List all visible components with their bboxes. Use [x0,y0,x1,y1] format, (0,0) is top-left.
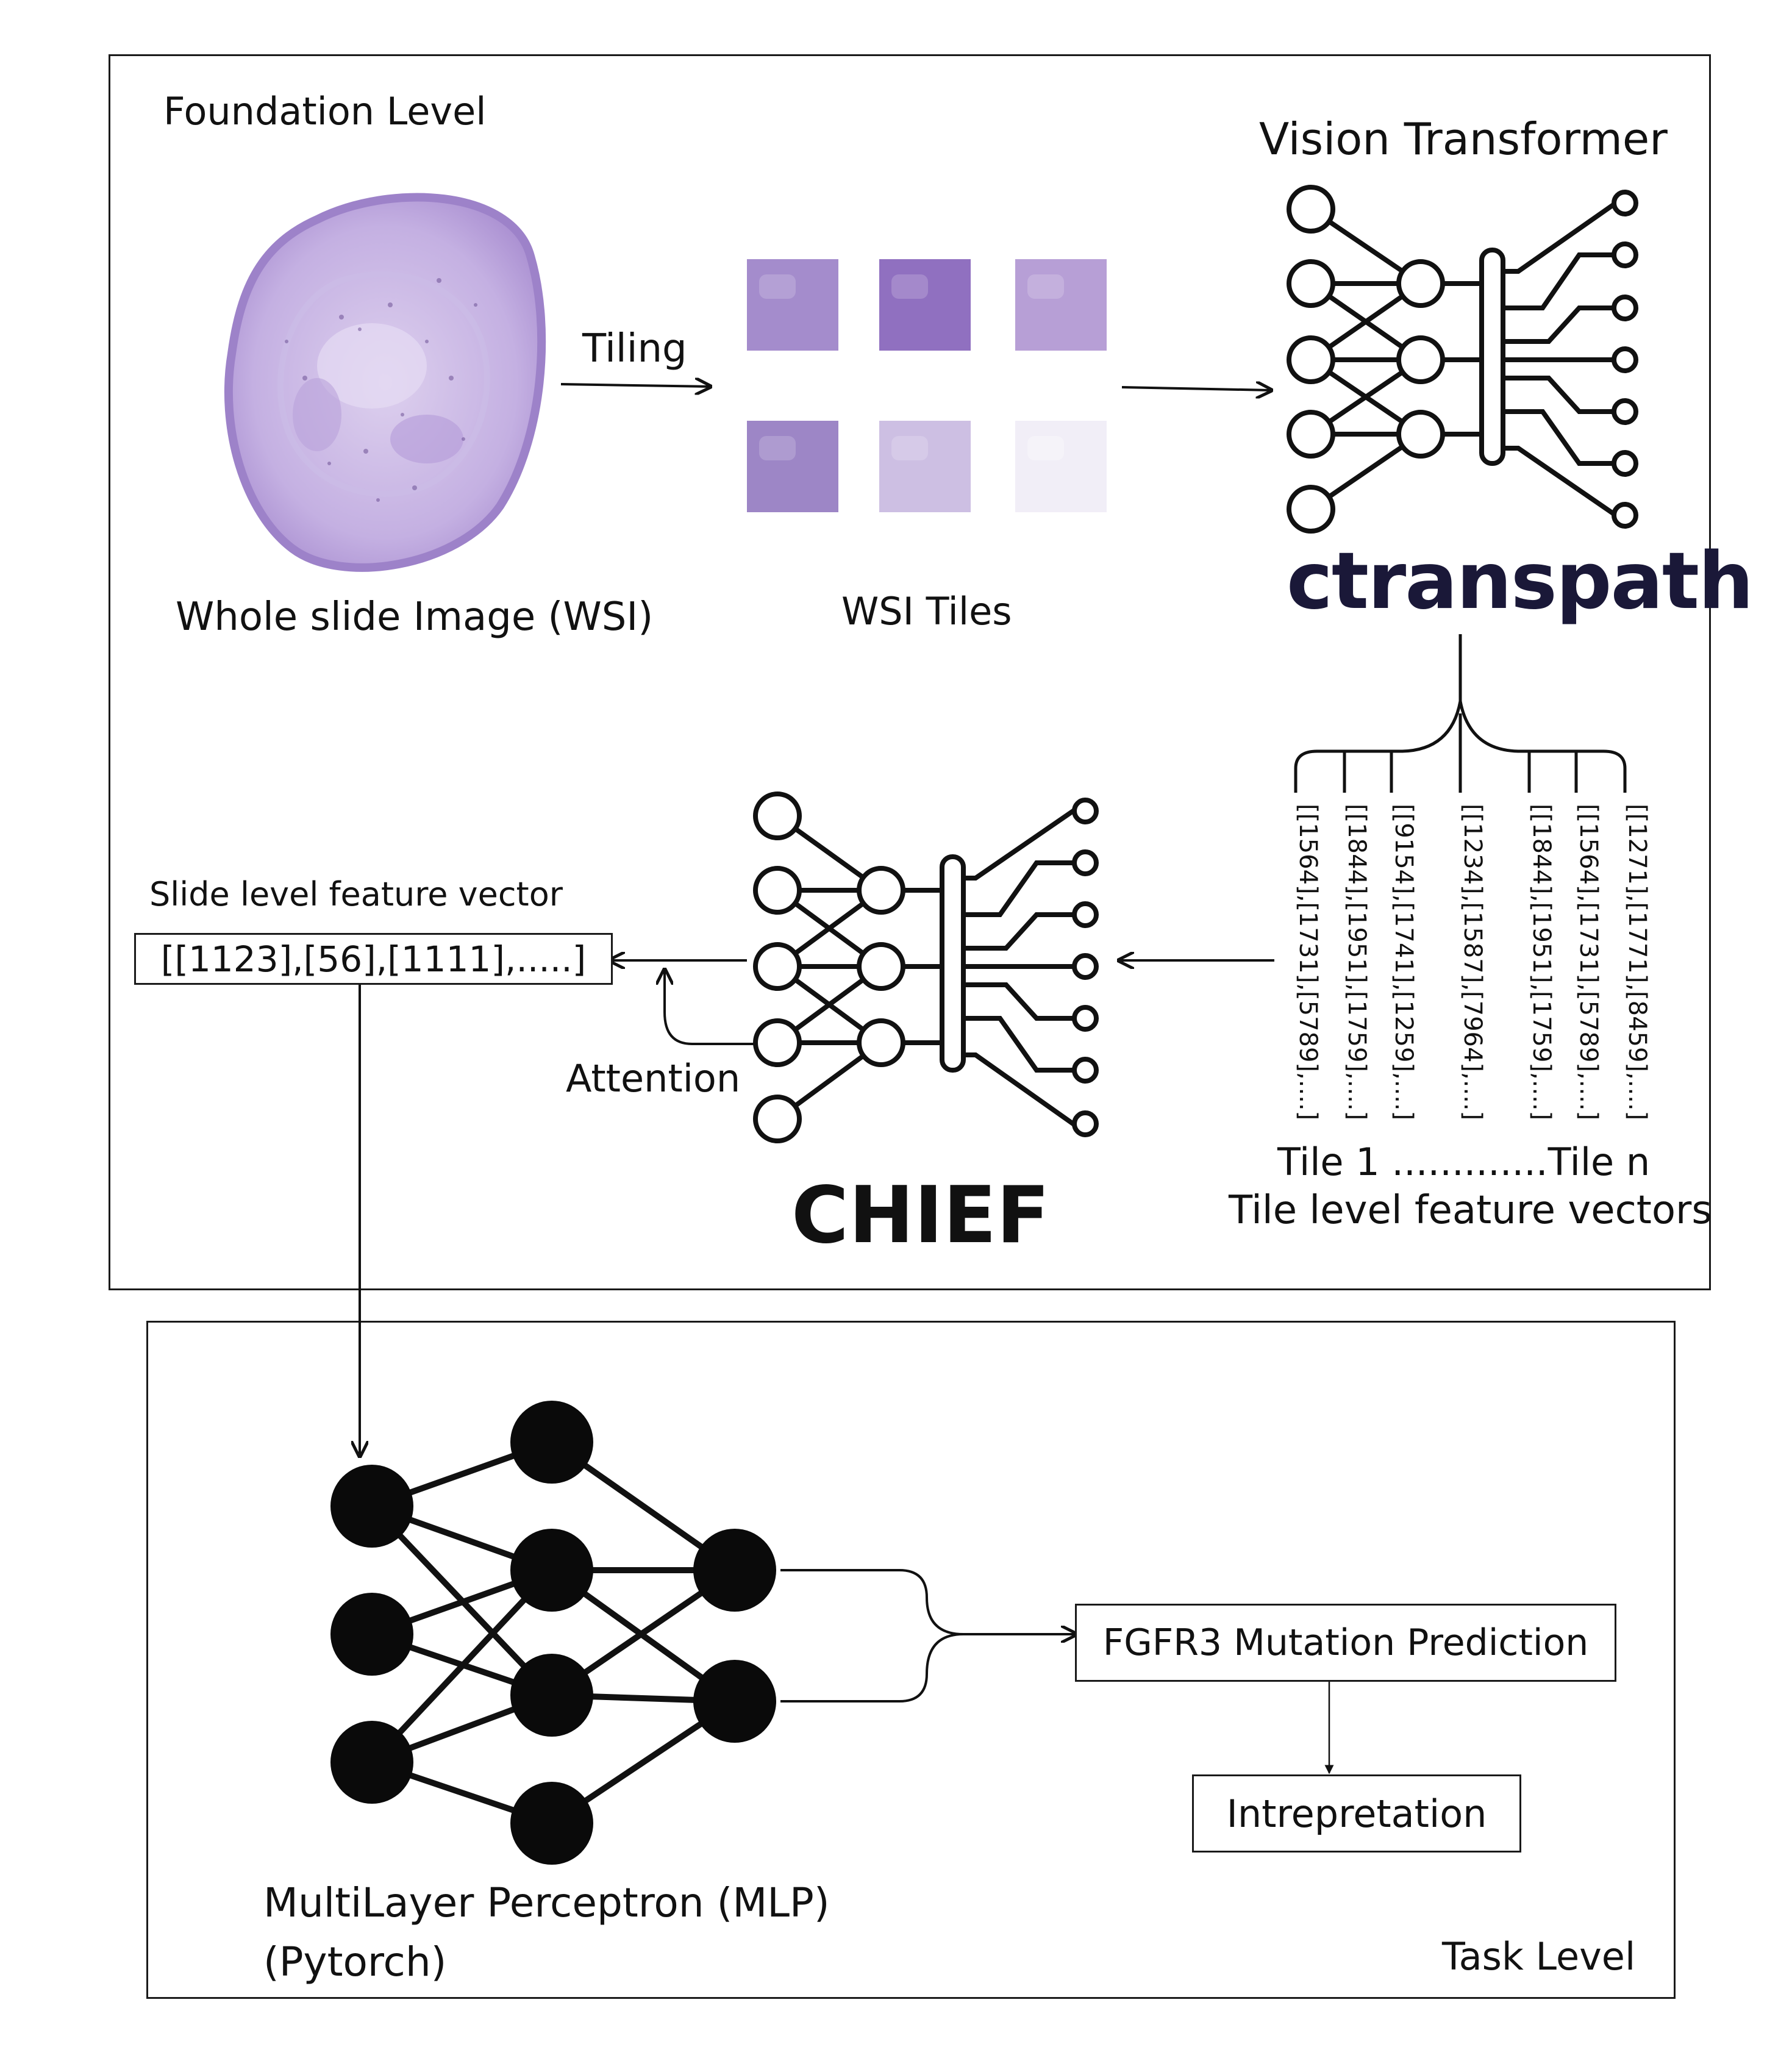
task-level-panel [146,1321,1676,1999]
wsi-tile [879,259,971,351]
wsi-tile [879,421,971,512]
mlp-label-line1: MultiLayer Perceptron (MLP) [263,1879,830,1926]
foundation-level-panel [109,54,1711,1290]
wsi-tile-texture [1027,436,1064,460]
tile-vectors-caption: Tile level feature vectors [1229,1188,1712,1233]
vision-transformer-icon [1287,185,1638,534]
slide-vector-label: Slide level feature vector [149,875,563,913]
wsi-tile [747,259,838,351]
wsi-tile [747,421,838,512]
prediction-label: FGFR3 Mutation Prediction [1102,1621,1589,1664]
tile-vector: [[1564],[1731],[5789],....] [1574,804,1602,1121]
wsi-tile-texture [891,274,928,299]
wsi-tile-texture [1027,274,1064,299]
wsi-caption: Whole slide Image (WSI) [176,595,654,640]
attention-label: Attention [566,1056,741,1101]
tile-vectors-bracket [1294,634,1627,793]
chief-label: CHIEF [791,1170,1050,1261]
task-level-label: Task Level [1442,1934,1636,1979]
prediction-box: FGFR3 Mutation Prediction [1075,1604,1616,1682]
chief-network-icon [753,791,1099,1143]
wsi-tiles-caption: WSI Tiles [841,589,1012,634]
wsi-tile [1015,421,1107,512]
wsi-tile-texture [759,274,796,299]
ctranspath-label: ctranspath [1287,536,1754,627]
tile-vector: [[1271],[1771],[8459],....] [1623,804,1651,1121]
tile-vector: [[1564],[1731],[5789],....] [1294,804,1322,1121]
tile-vector: [[1234],[1587],[7964],....] [1458,804,1487,1121]
wsi-tile [1015,259,1107,351]
wsi-tile-texture [891,436,928,460]
wsi-tile-texture [759,436,796,460]
interpretation-label: Intrepretation [1226,1791,1487,1836]
vision-transformer-title: Vision Transformer [1259,113,1668,165]
foundation-level-label: Foundation Level [163,89,487,134]
tile-vector: [[1844],[1951],[1759],....] [1343,804,1371,1121]
mlp-network-icon [330,1401,776,1865]
tile-range-label: Tile 1 .............Tile n [1277,1140,1651,1184]
mlp-label-line2: (Pytorch) [263,1938,447,1985]
wsi-tiles [747,259,1107,512]
wsi-image [224,193,546,572]
tile-vector: [[9154],[1741],[1259],....] [1390,804,1418,1121]
slide-vector-value: [[1123],[56],[1111],.....] [160,938,587,980]
tile-vector: [[1844],[1951],[1759],....] [1527,804,1555,1121]
tiling-label: Tiling [582,326,687,371]
slide-vector-box: [[1123],[56],[1111],.....] [134,933,613,985]
interpretation-box: Intrepretation [1192,1774,1521,1853]
